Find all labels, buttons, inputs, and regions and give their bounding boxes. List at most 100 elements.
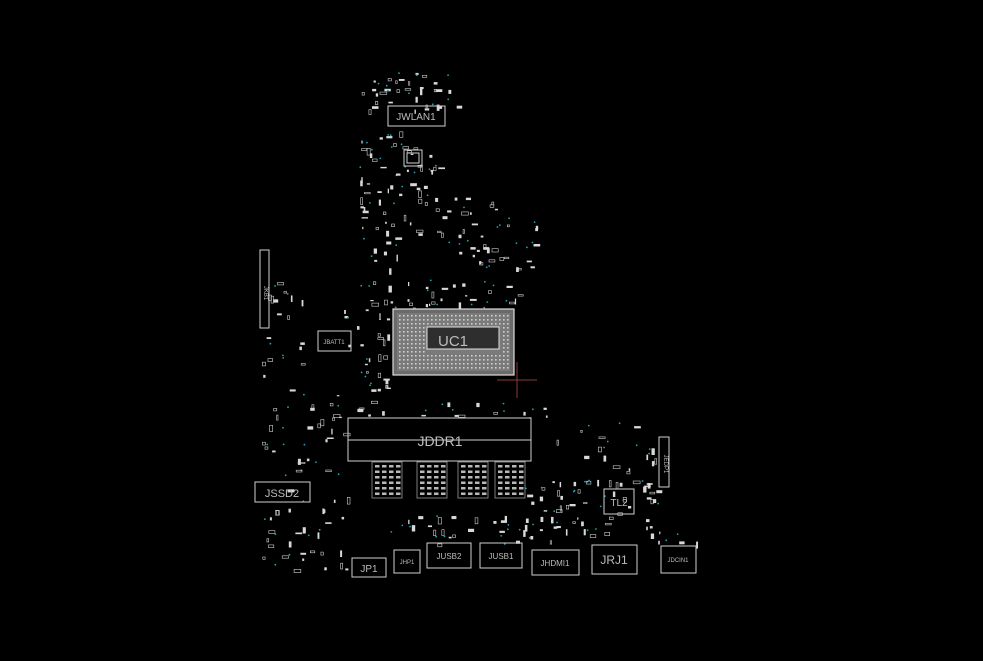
smd-pad <box>307 426 314 430</box>
bga-ball <box>423 347 425 349</box>
cap-pad <box>427 470 432 473</box>
bga-ball <box>475 355 477 357</box>
cap-pad <box>427 487 432 490</box>
cap-pad <box>519 487 524 490</box>
bga-ball <box>479 355 481 357</box>
bga-ball <box>407 323 409 325</box>
cap-pad <box>427 492 432 495</box>
bga-ball <box>455 363 457 365</box>
smd-pad <box>556 509 563 514</box>
smd-pad <box>360 344 364 347</box>
bga-ball <box>399 363 401 365</box>
smd-pad <box>385 379 389 385</box>
bga-ball <box>455 315 457 317</box>
jddr1-connector[interactable]: JDDR1 <box>347 417 532 462</box>
via <box>488 265 491 267</box>
bga-ball <box>423 363 425 365</box>
bga-ball <box>495 355 497 357</box>
jssd2-connector[interactable]: JSSD2 <box>254 481 311 503</box>
smd-pad <box>580 429 583 433</box>
jusb2-connector[interactable]: JUSB2 <box>426 542 472 569</box>
jp1-connector[interactable]: JP1 <box>351 557 387 578</box>
bga-ball <box>487 323 489 325</box>
jedp1-connector[interactable]: JEDP1 <box>658 436 670 488</box>
via <box>595 528 597 530</box>
bga-ball <box>499 315 501 317</box>
smd-pad <box>619 482 623 487</box>
bga-ball <box>403 359 405 361</box>
smd-pad <box>604 531 610 536</box>
smd-pad <box>494 208 498 211</box>
jhdmi1-label: JHDMI1 <box>541 559 570 568</box>
smd-pad <box>386 241 392 245</box>
cap-bank-frame <box>457 461 489 499</box>
bga-ball <box>435 319 437 321</box>
uc1-cpu[interactable]: UC1 <box>392 308 515 376</box>
smd-pad <box>386 385 388 389</box>
smd-pad <box>415 72 419 75</box>
jbatt1-connector[interactable]: JBATT1 <box>317 330 352 352</box>
via <box>518 528 521 531</box>
smd-pad <box>363 207 366 212</box>
smd-pad <box>268 530 276 534</box>
cap-pad <box>434 465 439 468</box>
smd-pad <box>441 287 449 290</box>
smd-pad <box>357 408 364 413</box>
via <box>648 448 651 450</box>
via <box>413 171 416 174</box>
jkb1-connector[interactable]: JKB1 <box>259 249 270 329</box>
smd-pad <box>471 223 478 226</box>
bga-ball <box>399 343 401 345</box>
bga-ball <box>431 363 433 365</box>
bga-ball <box>487 319 489 321</box>
via <box>587 424 590 427</box>
jrj1-connector[interactable]: JRJ1 <box>591 544 638 575</box>
via <box>515 242 518 245</box>
smd-pad <box>479 262 484 266</box>
cap-pad <box>396 492 401 495</box>
jdcin1-connector[interactable]: JDCIN1 <box>660 545 697 574</box>
smd-pad <box>377 191 382 193</box>
tl2-transformer[interactable]: TL2 <box>603 488 635 515</box>
smd-pad <box>499 530 505 533</box>
smd-pad <box>429 154 433 158</box>
smd-pad <box>609 480 612 488</box>
jusb1-connector[interactable]: JUSB1 <box>479 542 523 569</box>
bga-ball <box>503 359 505 361</box>
smd-pad <box>418 198 423 204</box>
jhp1-connector[interactable]: JHP1 <box>393 549 421 574</box>
bga-ball <box>479 319 481 321</box>
via <box>370 148 373 151</box>
via <box>500 535 503 537</box>
smd-pad <box>421 414 426 417</box>
wlan-controller-chip[interactable] <box>403 149 423 167</box>
bga-ball <box>507 363 509 365</box>
cap-pad <box>475 487 480 490</box>
smd-pad <box>493 411 498 415</box>
smd-pad <box>612 465 621 469</box>
smd-pad <box>377 337 384 340</box>
bga-ball <box>459 323 461 325</box>
smd-pad <box>424 108 430 111</box>
bga-ball <box>471 367 473 369</box>
jwlan1-connector[interactable]: JWLAN1 <box>387 105 446 127</box>
smd-pad <box>488 259 496 263</box>
bga-ball <box>399 339 401 341</box>
smd-pad <box>646 519 650 523</box>
smd-pad <box>553 526 558 529</box>
bga-ball <box>431 319 433 321</box>
via <box>428 168 431 171</box>
smd-pad <box>514 298 517 305</box>
via <box>525 487 527 490</box>
bga-ball <box>403 339 405 341</box>
tl2-label: TL2 <box>610 498 628 509</box>
bga-ball <box>507 339 509 341</box>
bga-ball <box>403 355 405 357</box>
smd-pad <box>366 183 371 185</box>
bga-ball <box>407 315 409 317</box>
bga-ball <box>495 323 497 325</box>
smd-pad <box>539 496 544 502</box>
jhdmi1-connector[interactable]: JHDMI1 <box>531 549 580 576</box>
smd-pad <box>410 183 417 187</box>
